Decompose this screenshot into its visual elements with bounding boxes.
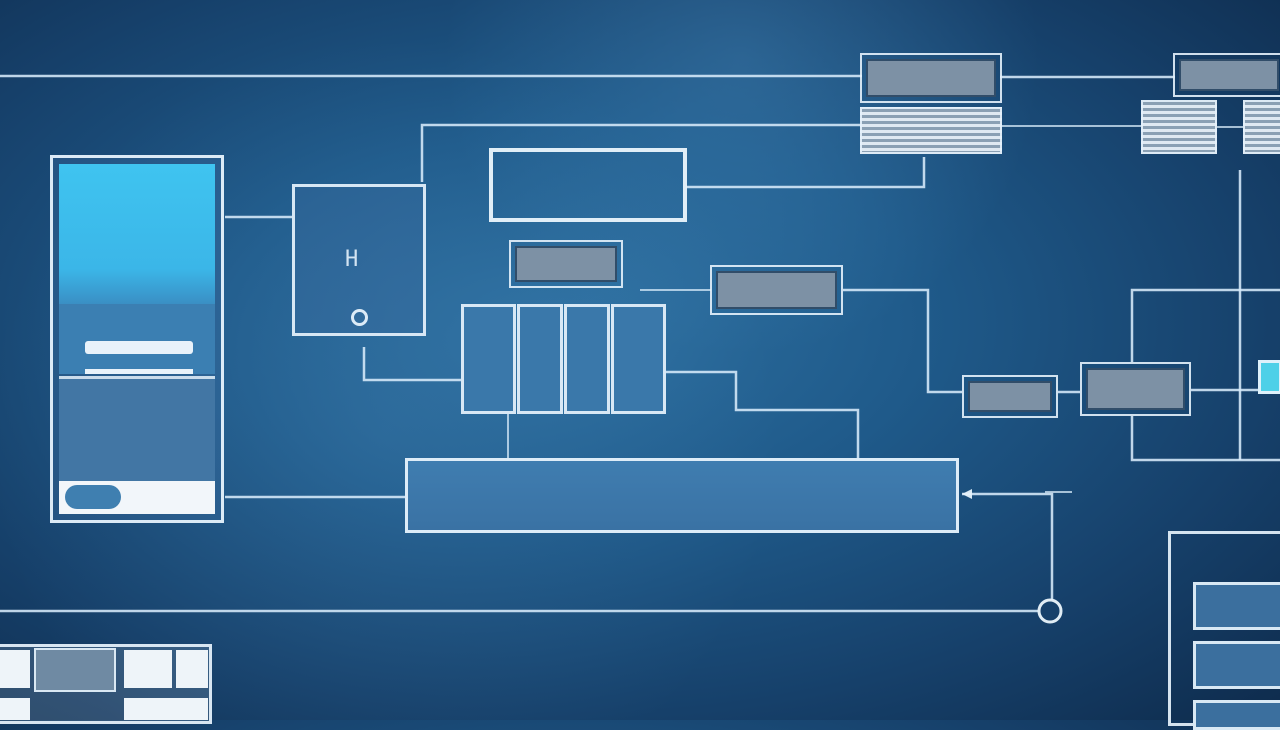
column-3[interactable] [564, 304, 610, 414]
stack-row-1[interactable] [1193, 582, 1280, 630]
column-2[interactable] [517, 304, 563, 414]
top-striped-box[interactable] [860, 107, 1002, 154]
connector-mid-right [843, 288, 962, 394]
panel-ring-icon [351, 309, 368, 326]
column-group [461, 304, 666, 414]
striped-tile-left[interactable] [1141, 100, 1217, 154]
icon-panel: H [292, 184, 426, 336]
tiny-screen-icon [1258, 360, 1280, 394]
end-node-circle-icon [1037, 598, 1063, 624]
connector-panel-columns [362, 347, 461, 382]
connector-right-down [1130, 416, 1280, 462]
mid-grey-box-fill [716, 271, 837, 309]
top-right-grey-box[interactable] [1173, 53, 1280, 97]
grid-cell-2[interactable] [34, 648, 116, 692]
right-grey-box-b-fill [1086, 368, 1185, 410]
grid-cell-1[interactable] [0, 650, 30, 688]
connector-header-box [686, 157, 926, 189]
phone-text-line [85, 341, 193, 354]
stack-row-2[interactable] [1193, 641, 1280, 689]
phone-footer [59, 481, 215, 514]
top-grey-box-fill [866, 59, 996, 97]
small-grey-box[interactable] [509, 240, 623, 288]
connector-second-line [420, 123, 862, 182]
phone-screen [59, 164, 215, 304]
phone-content-area [59, 379, 215, 483]
mid-grey-box[interactable] [710, 265, 843, 315]
top-right-grey-box-fill [1179, 59, 1279, 91]
phone-mockup [50, 155, 224, 523]
phone-button[interactable] [65, 485, 121, 509]
right-grey-box-a-fill [968, 381, 1052, 412]
grid-cell-6[interactable] [124, 698, 208, 720]
column-4[interactable] [611, 304, 666, 414]
top-grey-box[interactable] [860, 53, 1002, 103]
arrow-head-icon [962, 489, 972, 499]
right-grey-box-a[interactable] [962, 375, 1058, 418]
grid-cell-5[interactable] [0, 698, 30, 720]
phone-band [59, 304, 215, 374]
stack-row-3[interactable] [1193, 700, 1280, 730]
small-grey-box-fill [515, 246, 617, 282]
phone-text-line-secondary [85, 369, 193, 374]
wide-bar[interactable] [405, 458, 959, 533]
panel-glyph: H [345, 247, 359, 272]
column-1[interactable] [461, 304, 516, 414]
phone-divider [59, 376, 215, 379]
right-grey-box-b[interactable] [1080, 362, 1191, 416]
grid-cell-3[interactable] [124, 650, 172, 688]
header-box[interactable] [489, 148, 687, 222]
grid-cell-4[interactable] [176, 650, 208, 688]
connector-columns-bar [666, 370, 860, 458]
connector-bar-feedback [962, 492, 1054, 600]
striped-tile-right[interactable] [1243, 100, 1280, 154]
connector-right-up [1130, 288, 1280, 362]
